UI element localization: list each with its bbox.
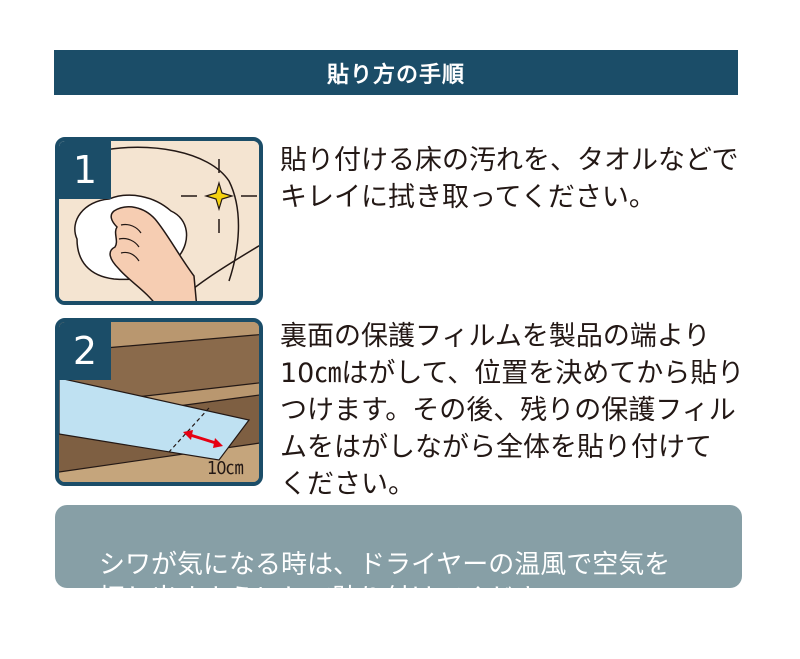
step-2-number: 2 <box>59 322 111 380</box>
wiping-floor-illustration <box>59 141 259 301</box>
measure-label: 10㎝ <box>207 458 244 479</box>
step-2-illustration: 2 10㎝ <box>55 318 263 486</box>
tip-note-box: シワが気になる時は、ドライヤーの温風で空気を 押し出すようにして貼り付けてくださ… <box>55 505 742 614</box>
step-1-illustration: 1 <box>55 137 263 305</box>
double-arrow-icon <box>183 430 223 448</box>
step-1-number: 1 <box>59 141 111 199</box>
step-1-text: 貼り付ける床の汚れを、タオルなどで キレイに拭き取ってください。 <box>280 145 739 213</box>
step-2-text: 裏面の保護フィルムを製品の端より 10㎝はがして、位置を決めてから貼り つけます… <box>280 321 745 500</box>
section-title: 貼り方の手順 <box>326 62 465 88</box>
section-title-bar: 貼り方の手順 <box>54 50 738 95</box>
tip-note-text: シワが気になる時は、ドライヤーの温風で空気を 押し出すようにして貼り付けてくださ… <box>99 550 671 614</box>
sparkle-icon <box>181 159 257 233</box>
